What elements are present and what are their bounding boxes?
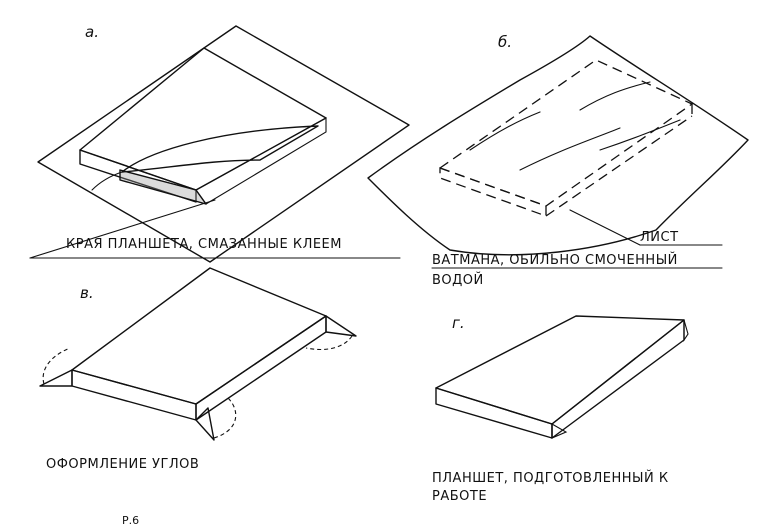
- wrinkle-2: [519, 127, 621, 171]
- panel-v-caption: ОФОРМЛЕНИЕ УГЛОВ: [46, 457, 199, 472]
- panel-g: г. ПЛАНШЕТ, ПОДГОТОВЛЕННЫЙ К РАБОТЕ: [432, 314, 689, 504]
- board-side: [195, 315, 327, 421]
- panel-a: а. КРАЯ ПЛАНШЕТА, СМАЗАННЫЕ КЛЕЕМ: [29, 23, 410, 263]
- corner-flap-bottom: [195, 407, 215, 441]
- panel-v: в. ОФОРМЛЕНИЕ УГЛОВ: [39, 267, 357, 472]
- board-front: [79, 149, 197, 203]
- folded-corner: [551, 423, 568, 439]
- board-front: [71, 369, 197, 421]
- panel-v-letter: в.: [80, 284, 94, 302]
- wrinkle-4: [599, 119, 681, 151]
- wrinkle-1: [469, 111, 541, 151]
- wrinkle-3: [579, 81, 651, 111]
- panel-b: б. ЛИСТ ВАТМАНА, ОБИЛЬНО СМОЧЕННЫЙ ВОДОЙ: [367, 33, 749, 288]
- folded-corner-right: [683, 319, 689, 342]
- wet-sheet: [367, 35, 749, 256]
- panel-g-caption-line1: ПЛАНШЕТ, ПОДГОТОВЛЕННЫЙ К: [432, 470, 669, 486]
- board-front-dashed: [439, 167, 547, 217]
- panel-b-caption-line2: ВАТМАНА, ОБИЛЬНО СМОЧЕННЫЙ: [432, 252, 678, 268]
- fold-arrow-bottom: [213, 397, 237, 439]
- fold-arrow-left: [42, 347, 71, 385]
- panel-b-letter: б.: [498, 33, 512, 51]
- panel-a-caption: КРАЯ ПЛАНШЕТА, СМАЗАННЫЕ КЛЕЕМ: [66, 237, 342, 252]
- board-side: [551, 319, 685, 439]
- paper-curl: [91, 171, 123, 191]
- panel-a-letter: а.: [85, 23, 99, 41]
- panel-b-leader: [569, 209, 641, 246]
- panel-b-caption-line1: ЛИСТ: [640, 230, 679, 245]
- fold-arrow-right: [305, 335, 353, 351]
- corner-flap-right: [325, 315, 357, 337]
- panel-g-caption-line2: РАБОТЕ: [432, 489, 487, 504]
- corner-flap-left: [39, 369, 73, 387]
- board-bottom-dashed: [545, 115, 693, 217]
- sheet-outline: [37, 25, 410, 263]
- panel-a-leader: [29, 199, 216, 259]
- glued-edge: [119, 169, 207, 205]
- board-top: [435, 315, 685, 425]
- peeled-paper-corner: [121, 125, 319, 173]
- board-front: [435, 387, 553, 439]
- board-outline-dashed: [438, 59, 694, 207]
- panel-b-caption-line3: ВОДОЙ: [432, 272, 484, 288]
- board-top: [71, 267, 327, 405]
- panel-g-letter: г.: [452, 314, 465, 332]
- board-top: [79, 47, 327, 191]
- figure-number-fragment: Р.6: [122, 514, 139, 527]
- board-side: [195, 117, 327, 205]
